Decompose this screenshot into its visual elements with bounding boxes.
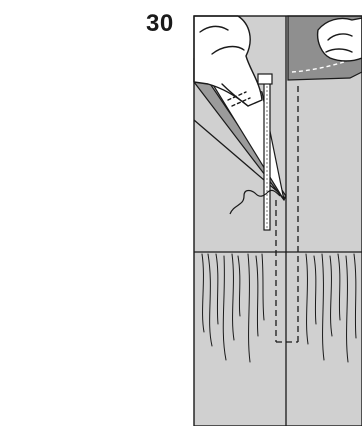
sewing-step-illustration: [0, 0, 362, 426]
